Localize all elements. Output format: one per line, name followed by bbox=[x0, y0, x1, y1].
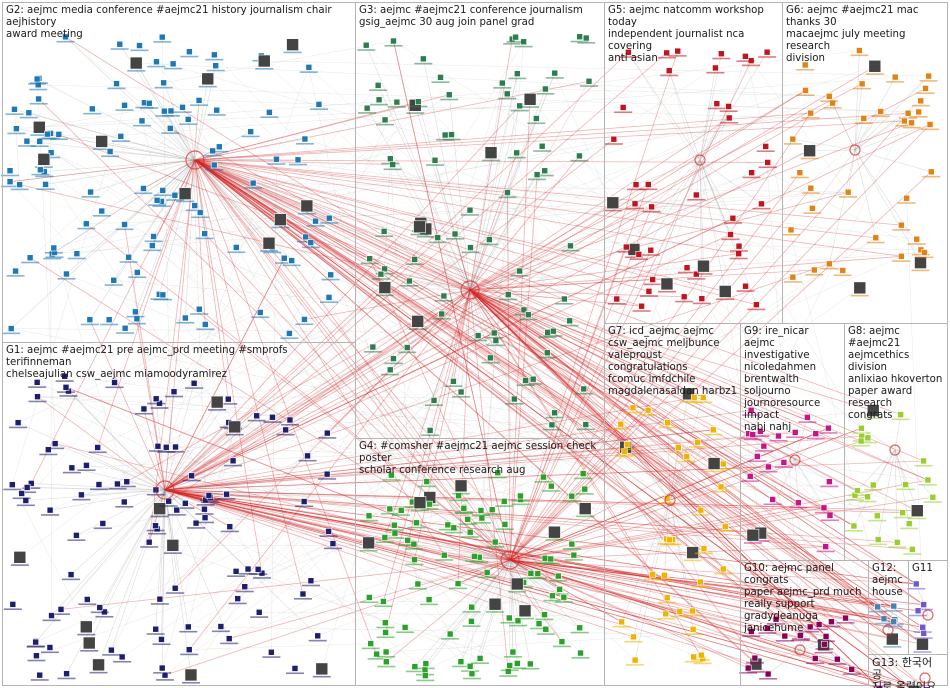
group-label-g9: G9: ire_nicar aejmc investigative nicole… bbox=[744, 326, 842, 434]
group-label-g2: G2: aejmc media conference #aejmc21 hist… bbox=[6, 5, 353, 41]
group-label-g5: G5: aejmc natcomm workshop today indepen… bbox=[608, 5, 780, 65]
group-label-g7: G7: icd_aejmc aejmc csw_aejmc meljbunce … bbox=[608, 326, 738, 398]
group-box-g6: G6: aejmc #aejmc21 mac thanks 30 macaejm… bbox=[782, 2, 948, 324]
group-box-g5: G5: aejmc natcomm workshop today indepen… bbox=[604, 2, 783, 324]
group-box-g8: G8: aejmc #aejmc21 aejmcethics division … bbox=[844, 323, 948, 561]
group-box-g13: G13: 한국어 공 지로 올렸어요 bbox=[868, 654, 948, 686]
group-box-g9: G9: ire_nicar aejmc investigative nicole… bbox=[740, 323, 845, 561]
group-label-g6: G6: aejmc #aejmc21 mac thanks 30 macaejm… bbox=[786, 5, 945, 65]
group-box-g3: G3: aejmc #aejmc21 conference journalism… bbox=[355, 2, 605, 439]
group-label-g8: G8: aejmc #aejmc21 aejmcethics division … bbox=[848, 326, 945, 422]
group-box-g1: G1: aejmc #aejmc21 pre aejmc_prd meeting… bbox=[2, 342, 356, 686]
group-label-g4: G4: #comsher #aejmc21 aejmc session chec… bbox=[359, 441, 602, 477]
group-box-g12: G12: aejmc house bbox=[868, 560, 909, 655]
group-box-g10: G10: aejmc panel congrats paper aejmc_pr… bbox=[740, 560, 869, 686]
group-label-g1: G1: aejmc #aejmc21 pre aejmc_prd meeting… bbox=[6, 345, 353, 381]
group-box-g2: G2: aejmc media conference #aejmc21 hist… bbox=[2, 2, 356, 343]
group-box-g4: G4: #comsher #aejmc21 aejmc session chec… bbox=[355, 438, 605, 686]
group-label-g10: G10: aejmc panel congrats paper aejmc_pr… bbox=[744, 563, 866, 635]
group-label-g13: G13: 한국어 공 지로 올렸어요 bbox=[872, 657, 945, 688]
group-label-g12: G12: aejmc house bbox=[872, 563, 906, 599]
group-box-g7: G7: icd_aejmc aejmc csw_aejmc meljbunce … bbox=[604, 323, 741, 686]
group-label-g3: G3: aejmc #aejmc21 conference journalism… bbox=[359, 5, 602, 29]
group-box-g11: G11 bbox=[908, 560, 948, 655]
group-label-g11: G11 bbox=[912, 563, 945, 575]
